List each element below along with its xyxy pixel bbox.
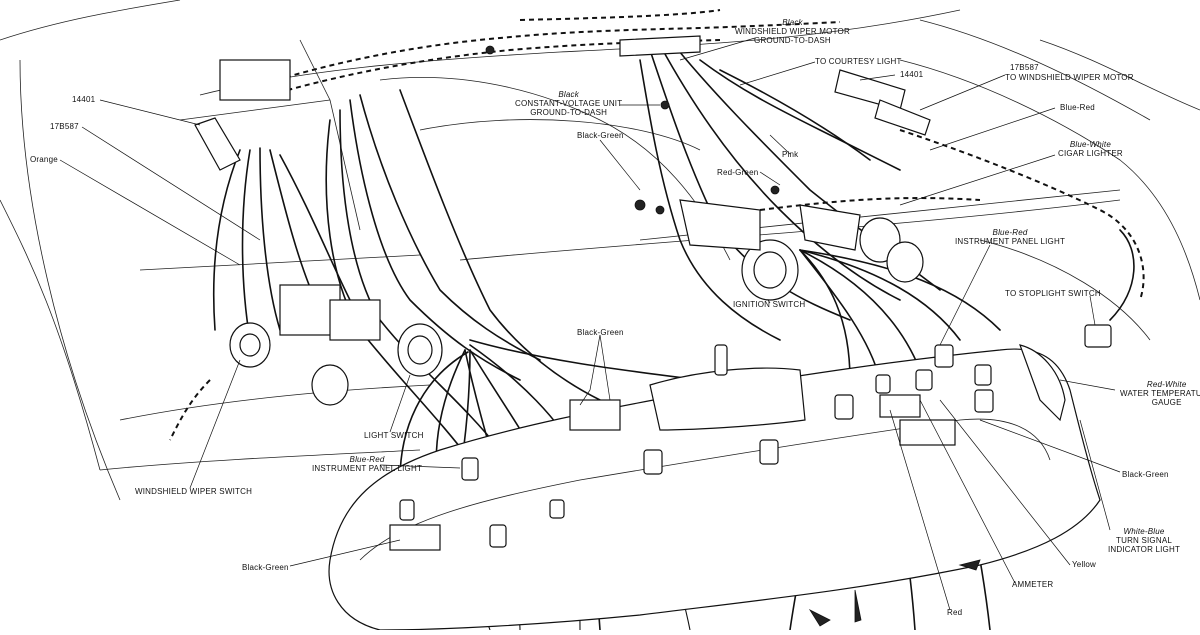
label-to-stoplight-switch: TO STOPLIGHT SWITCH bbox=[1005, 289, 1101, 298]
label-cigar-lighter: Blue-White CIGAR LIGHTER bbox=[1058, 140, 1123, 158]
label-to-windshield-wiper-motor: TO WINDSHIELD WIPER MOTOR bbox=[1005, 73, 1134, 82]
label-pink: Pink bbox=[782, 150, 799, 159]
instrument-cluster bbox=[328, 344, 1101, 631]
label-windshield-wiper-switch: WINDSHIELD WIPER SWITCH bbox=[135, 487, 253, 496]
label-black-green-top: Black-Green bbox=[577, 131, 624, 140]
label-blue-red-top: Blue-Red bbox=[1060, 103, 1095, 112]
label-17b587-left: 17B587 bbox=[50, 122, 79, 131]
label-constant-voltage-ground: Black CONSTANT-VOLTAGE UNIT GROUND-TO-DA… bbox=[515, 90, 623, 117]
label-orange: Orange bbox=[30, 155, 58, 164]
label-black-green-right: Black-Green bbox=[1122, 470, 1169, 479]
leader-lines bbox=[59, 37, 1121, 611]
label-to-courtesy-light: TO COURTESY LIGHT bbox=[815, 57, 902, 66]
label-light-switch: LIGHT SWITCH bbox=[364, 431, 424, 440]
label-water-temperature-gauge: Red-White WATER TEMPERATURE GAUGE bbox=[1120, 380, 1200, 407]
label-turn-signal-indicator: White-Blue TURN SIGNAL INDICATOR LIGHT bbox=[1108, 527, 1181, 554]
label-instrument-panel-light-right: Blue-Red INSTRUMENT PANEL LIGHT bbox=[955, 228, 1066, 246]
label-black-green-mid: Black-Green bbox=[577, 328, 624, 337]
label-instrument-panel-light-left: Blue-Red INSTRUMENT PANEL LIGHT bbox=[312, 455, 423, 473]
screws bbox=[485, 45, 981, 627]
label-wiper-motor-ground: Black WINDSHIELD WIPER MOTOR GROUND-TO-D… bbox=[735, 18, 850, 45]
label-14401-left: 14401 bbox=[72, 95, 96, 104]
label-ammeter: AMMETER bbox=[1012, 580, 1054, 589]
label-yellow: Yellow bbox=[1072, 560, 1097, 569]
label-ignition-switch: IGNITION SWITCH bbox=[733, 300, 806, 309]
label-17b587-right: 17B587 bbox=[1010, 63, 1039, 72]
label-14401-right: 14401 bbox=[900, 70, 924, 79]
label-black-green-bottom: Black-Green bbox=[242, 563, 289, 572]
harness-wrap bbox=[194, 35, 931, 171]
bulb-sockets bbox=[399, 344, 994, 548]
label-red: Red bbox=[947, 608, 963, 617]
switches bbox=[219, 59, 1112, 406]
label-red-green: Red-Green bbox=[717, 168, 759, 177]
